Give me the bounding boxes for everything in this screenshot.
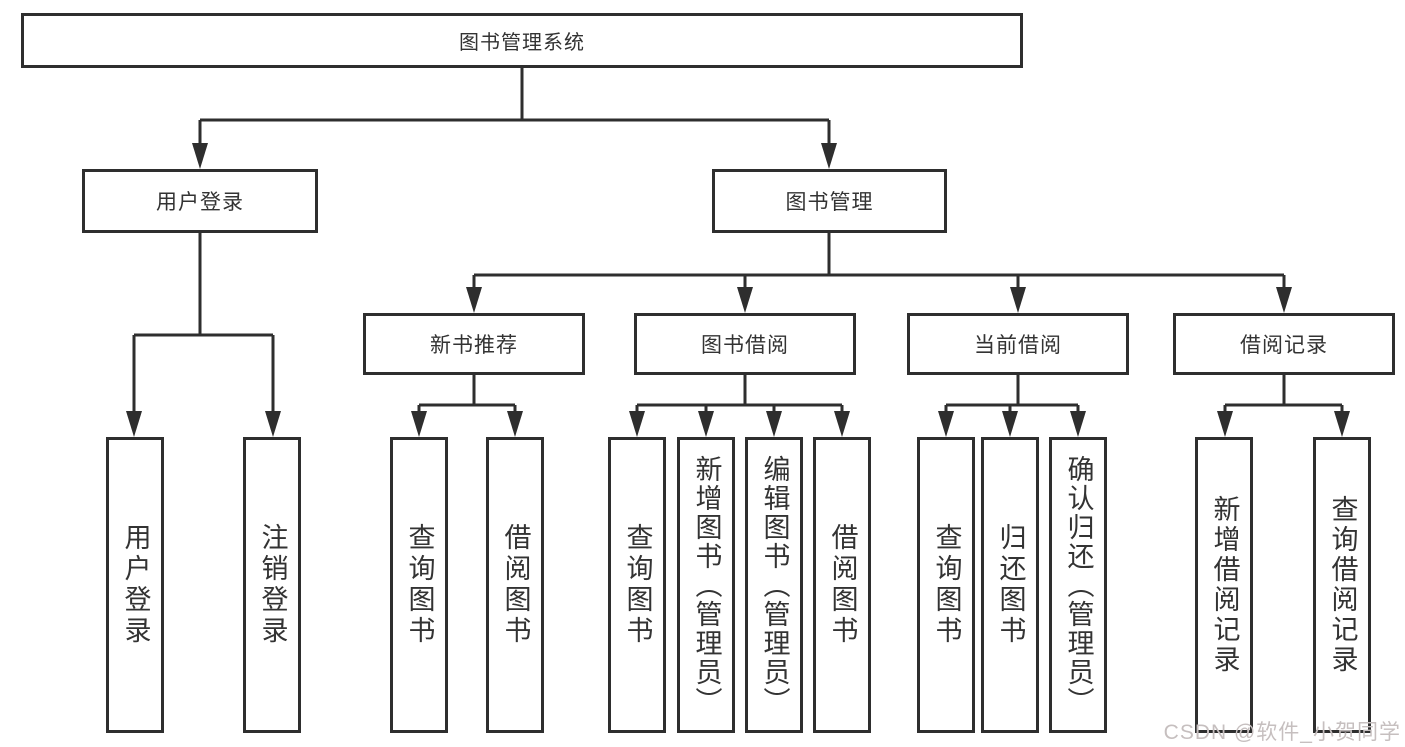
node-label: 借阅图书 xyxy=(827,523,858,647)
node-book-borrowing: 图书借阅 xyxy=(634,313,856,375)
node-label: 图书管理 xyxy=(785,191,874,214)
leaf-logout: 注销登录 xyxy=(243,437,301,733)
leaf-edit-books-admin: 编辑图书（管理员） xyxy=(745,437,803,733)
leaf-borrow-books: 借阅图书 xyxy=(486,437,544,733)
node-label: 注销登录 xyxy=(257,523,288,647)
node-book-management: 图书管理 xyxy=(712,169,947,233)
node-label: 图书管理系统 xyxy=(459,32,585,54)
node-label: 借阅图书 xyxy=(500,523,531,647)
leaf-return-books: 归还图书 xyxy=(981,437,1039,733)
node-label: 归还图书 xyxy=(995,523,1026,647)
node-label: 查询借阅记录 xyxy=(1327,495,1358,675)
leaf-user-login: 用户登录 xyxy=(106,437,164,733)
node-label: 当前借阅 xyxy=(974,334,1062,357)
leaf-query-books: 查询图书 xyxy=(390,437,448,733)
node-label: 新增借阅记录 xyxy=(1209,495,1240,675)
node-label: 新增图书（管理员） xyxy=(691,454,722,716)
node-label: 新书推荐 xyxy=(430,334,518,357)
node-user-login: 用户登录 xyxy=(82,169,318,233)
node-label: 查询图书 xyxy=(404,523,435,647)
node-label: 用户登录 xyxy=(156,191,244,214)
node-label: 用户登录 xyxy=(120,523,151,647)
node-current-borrowing: 当前借阅 xyxy=(907,313,1129,375)
leaf-add-borrow-record: 新增借阅记录 xyxy=(1195,437,1253,733)
csdn-watermark: CSDN @软件_小贺同学 xyxy=(1163,721,1401,744)
leaf-query-borrow-record: 查询借阅记录 xyxy=(1313,437,1371,733)
leaf-borrow-books: 借阅图书 xyxy=(813,437,871,733)
leaf-query-books: 查询图书 xyxy=(917,437,975,733)
leaf-add-books-admin: 新增图书（管理员） xyxy=(677,437,735,733)
node-library-management-system: 图书管理系统 xyxy=(21,13,1023,68)
node-label: 编辑图书（管理员） xyxy=(759,454,790,716)
node-label: 确认归还（管理员） xyxy=(1063,454,1094,716)
node-label: 借阅记录 xyxy=(1240,334,1328,357)
node-label: 图书借阅 xyxy=(701,334,789,357)
node-borrowing-records: 借阅记录 xyxy=(1173,313,1395,375)
node-label: 查询图书 xyxy=(931,523,962,647)
node-label: 查询图书 xyxy=(622,523,653,647)
leaf-confirm-return-admin: 确认归还（管理员） xyxy=(1049,437,1107,733)
node-new-book-recommend: 新书推荐 xyxy=(363,313,585,375)
leaf-query-books: 查询图书 xyxy=(608,437,666,733)
